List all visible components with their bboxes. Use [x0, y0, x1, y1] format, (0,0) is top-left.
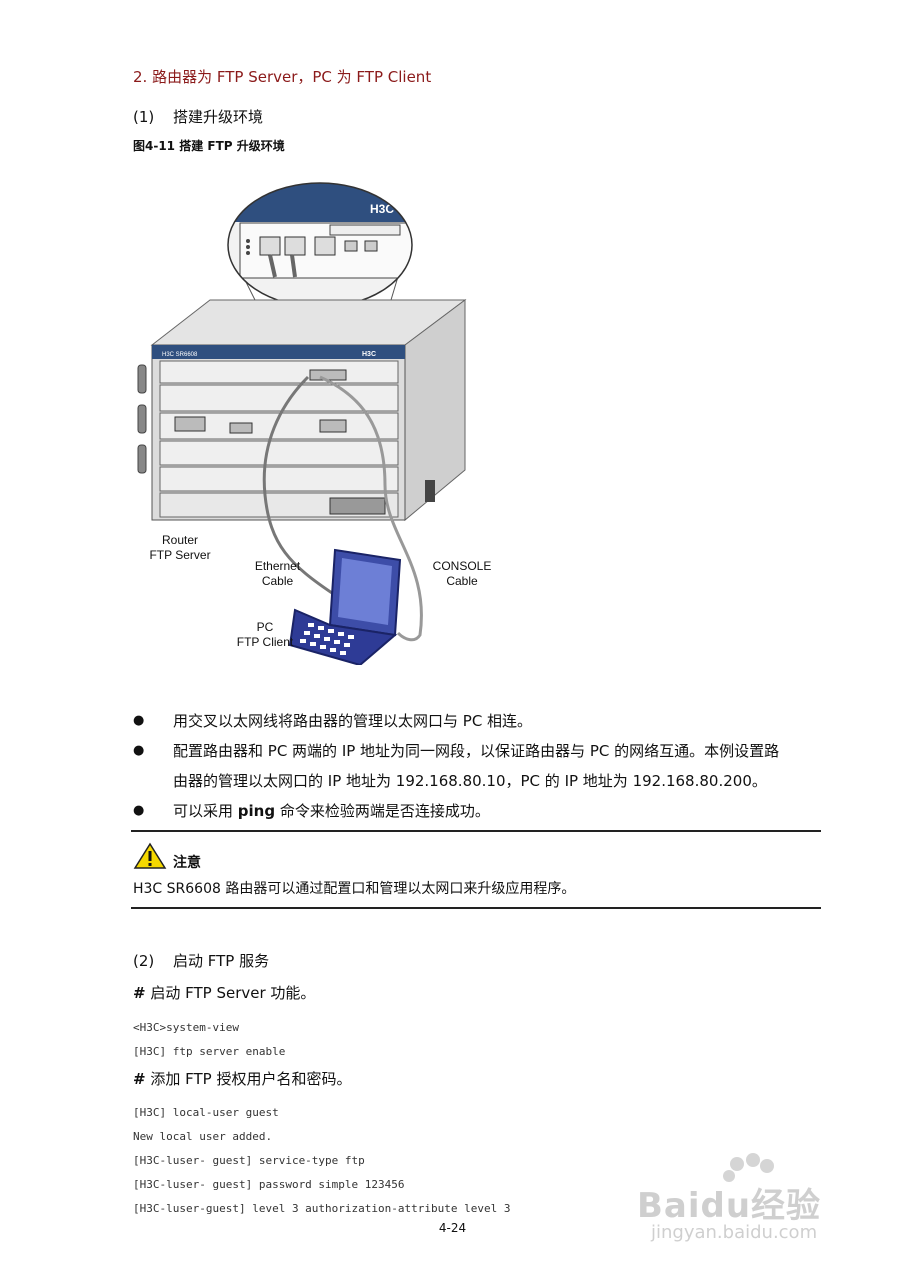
baidu-watermark: Baidu经验 jingyan.baidu.com	[637, 1150, 847, 1250]
router-label-line1: Router	[161, 533, 199, 547]
code-line: New local user added.	[133, 1130, 273, 1143]
ping-command: ping	[237, 802, 276, 820]
power-switch	[425, 480, 435, 502]
hash-mark: #	[133, 984, 146, 1002]
console-label-line1: CONSOLE	[432, 559, 492, 573]
slot-1	[159, 360, 399, 384]
code-line: [H3C-luser- guest] service-type ftp	[133, 1154, 365, 1167]
hash-mark: #	[133, 1070, 146, 1088]
code-block-1: <H3C>system-view [H3C] ftp server enable	[133, 1016, 285, 1064]
figure-caption: 图4-11 搭建 FTP 升级环境	[133, 139, 285, 153]
front-banner	[152, 345, 405, 359]
note-title: 注意	[173, 855, 201, 871]
note-body: H3C SR6608 路由器可以通过配置口和管理以太网口来升级应用程序。	[133, 881, 576, 897]
bullet-dot: ●	[133, 803, 145, 818]
laptop-keyboard	[288, 608, 398, 667]
pc-label-line2: FTP Client	[236, 635, 294, 649]
router-label: Router FTP Server	[140, 533, 220, 563]
watermark-url: jingyan.baidu.com	[651, 1222, 818, 1243]
bullet-dot: ●	[133, 743, 145, 758]
keyboard-keys	[300, 623, 354, 655]
console-label-line2: Cable	[446, 574, 478, 588]
instruction-enable-ftp: # 启动 FTP Server 功能。	[133, 982, 315, 1003]
instruction-text: 启动 FTP Server 功能。	[145, 984, 316, 1002]
step-1-title: (1) 搭建升级环境	[133, 106, 263, 127]
ethernet-cable	[262, 375, 336, 597]
ethernet-label-line1: Ethernet	[254, 559, 301, 573]
router-model-text: H3C SR6608	[162, 352, 198, 358]
code-line: [H3C-luser-guest] level 3 authorization-…	[133, 1202, 511, 1215]
bullet-text: 用交叉以太网线将路由器的管理以太网口与 PC 相连。	[173, 712, 533, 730]
router-label-line2: FTP Server	[149, 548, 211, 562]
step-2-label: 启动 FTP 服务	[173, 952, 270, 970]
slot-2	[159, 384, 399, 412]
bullet-text: 可以采用 ping 命令来检验两端是否连接成功。	[133, 796, 823, 826]
bullet-item: ● 可以采用 ping 命令来检验两端是否连接成功。	[133, 796, 823, 826]
bullet-text-before: 可以采用	[173, 802, 238, 820]
bullet-text: 配置路由器和 PC 两端的 IP 地址为同一网段，以保证路由器与 PC 的网络互…	[173, 742, 780, 760]
code-line: [H3C-luser- guest] password simple 12345…	[133, 1178, 405, 1191]
watermark-brand: Baidu经验	[637, 1186, 822, 1226]
note-top-rule	[131, 830, 821, 832]
warning-icon	[133, 842, 167, 869]
code-line: [H3C] local-user guest	[133, 1106, 279, 1119]
bullet-text-after: 命令来检验两端是否连接成功。	[275, 802, 490, 820]
page-number: 4-24	[438, 1221, 467, 1235]
instruction-text: 添加 FTP 授权用户名和密码。	[145, 1070, 352, 1088]
slot-4	[159, 440, 399, 466]
router-setup-illustration: H3C H3C SR6608 H3C	[137, 182, 467, 667]
network-diagram: H3C H3C SR6608 H3C	[130, 165, 610, 667]
bullet-item: ● 配置路由器和 PC 两端的 IP 地址为同一网段，以保证路由器与 PC 的网…	[133, 736, 823, 796]
step-2-number: (2)	[133, 952, 155, 970]
bullet-text-continued: 由器的管理以太网口的 IP 地址为 192.168.80.10，PC 的 IP …	[173, 772, 767, 790]
slot-5	[159, 466, 399, 492]
ethernet-label-line2: Cable	[261, 574, 294, 588]
code-block-2: [H3C] local-user guest New local user ad…	[133, 1101, 511, 1221]
console-cable	[319, 375, 423, 642]
pc-label-line1: PC	[256, 620, 274, 634]
code-line: [H3C] ftp server enable	[133, 1045, 286, 1058]
section-heading: 2. 路由器为 FTP Server，PC 为 FTP Client	[133, 68, 432, 86]
ethernet-cable-label: Ethernet Cable	[240, 559, 315, 589]
laptop-display	[338, 558, 392, 625]
bullet-dot: ●	[133, 713, 145, 728]
zoom-logo: H3C	[370, 202, 394, 216]
bullet-item: ● 用交叉以太网线将路由器的管理以太网口与 PC 相连。	[133, 706, 823, 736]
router-logo: H3C	[362, 351, 376, 358]
step-1-label: 搭建升级环境	[173, 108, 264, 126]
pc-label: PC FTP Client	[225, 620, 305, 650]
code-line: <H3C>system-view	[133, 1021, 239, 1034]
step-1-number: (1)	[133, 108, 155, 126]
baidu-paw-icon	[723, 1153, 774, 1182]
step-2-title: (2) 启动 FTP 服务	[133, 950, 269, 971]
note-bottom-rule	[131, 907, 821, 909]
instruction-add-user: # 添加 FTP 授权用户名和密码。	[133, 1068, 351, 1089]
console-cable-label: CONSOLE Cable	[422, 559, 502, 589]
